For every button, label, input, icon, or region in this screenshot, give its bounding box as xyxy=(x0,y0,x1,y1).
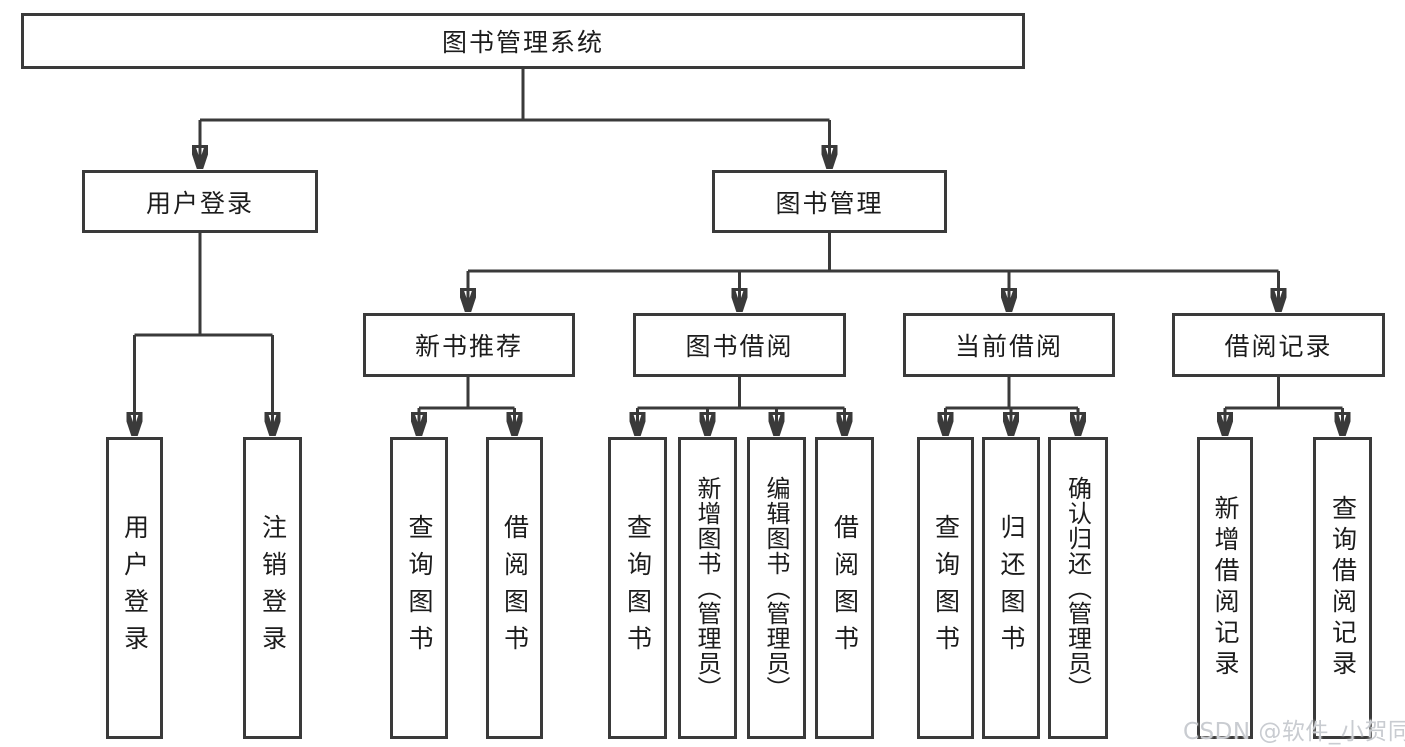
node-library-system: 图书管理系统 xyxy=(21,13,1025,69)
node-user-login: 用户登录 xyxy=(82,170,318,233)
leaf-borrow-borrow-books: 借阅图书 xyxy=(815,437,874,739)
csdn-watermark: CSDN @软件_小贺同学 xyxy=(1183,719,1405,745)
leaf-current-query-books: 查询图书 xyxy=(917,437,974,739)
connector-user-login xyxy=(134,233,273,337)
leaf-user-login: 用户登录 xyxy=(106,437,163,739)
leaf-recommend-query-books: 查询图书 xyxy=(390,437,448,739)
connector-records xyxy=(1225,377,1343,410)
leaf-current-confirm-return-admin: 确认归还（管理员） xyxy=(1048,437,1108,739)
connector-recommend xyxy=(419,377,515,410)
node-book-borrow: 图书借阅 xyxy=(633,313,846,377)
connector-root-trunk xyxy=(200,69,830,122)
connector-book-management xyxy=(468,233,1279,273)
node-current-borrow: 当前借阅 xyxy=(903,313,1115,377)
leaf-borrow-query-books: 查询图书 xyxy=(608,437,667,739)
node-new-book-recommend: 新书推荐 xyxy=(363,313,575,377)
leaf-borrow-edit-books-admin: 编辑图书（管理员） xyxy=(747,437,806,739)
leaf-borrow-add-books-admin: 新增图书（管理员） xyxy=(678,437,737,739)
connector-current xyxy=(945,377,1078,410)
node-borrow-records: 借阅记录 xyxy=(1172,313,1385,377)
leaf-records-add-record: 新增借阅记录 xyxy=(1197,437,1253,739)
connector-borrow xyxy=(637,377,845,410)
leaf-current-return-books: 归还图书 xyxy=(982,437,1040,739)
leaf-records-query-record: 查询借阅记录 xyxy=(1313,437,1372,739)
leaf-logout: 注销登录 xyxy=(243,437,302,739)
node-book-management: 图书管理 xyxy=(712,170,947,233)
leaf-recommend-borrow-books: 借阅图书 xyxy=(486,437,543,739)
